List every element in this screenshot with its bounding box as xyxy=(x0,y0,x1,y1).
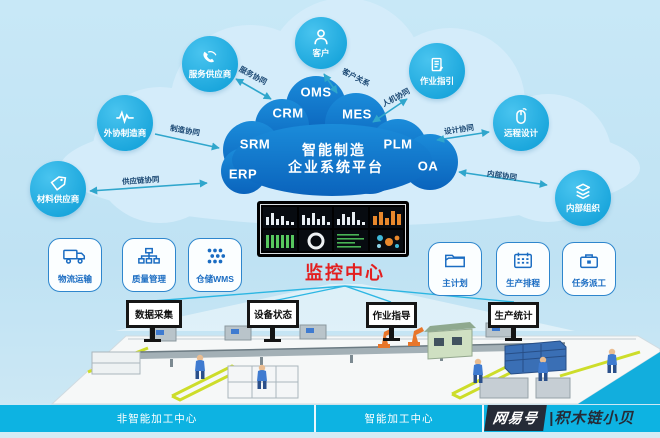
system-cloud xyxy=(221,76,458,196)
dashboard-chart-bars-orange xyxy=(369,207,403,228)
dashboard-chart-green-bars xyxy=(263,230,297,251)
layers-icon xyxy=(573,182,593,201)
screen-data-collection: 数据采集 xyxy=(126,300,182,328)
node-material-supplier: 材料供应商 xyxy=(30,161,86,217)
factory-illustration xyxy=(50,322,660,405)
tile-label: 任务派工 xyxy=(571,277,606,288)
tile-logistics: 物流运输 xyxy=(48,238,102,292)
bottom-strip xyxy=(0,432,660,438)
dashboard-chart-bars1 xyxy=(263,207,297,228)
cloud-title-line1: 智能制造 xyxy=(302,142,366,158)
phone-icon xyxy=(200,49,220,67)
screen-work-instruction: 作业指导 xyxy=(366,302,417,328)
monitor-connector-lines xyxy=(152,285,515,303)
sitemap-icon xyxy=(137,246,161,271)
system-erp: ERP xyxy=(228,166,258,182)
dashboard-chart-donut xyxy=(298,230,332,251)
system-crm: CRM xyxy=(272,105,304,121)
watermark: 网易号 |积木链小贝 xyxy=(484,403,635,432)
folder-icon xyxy=(443,250,467,275)
system-oms: OMS xyxy=(300,84,332,100)
dashboard-chart-textlines xyxy=(334,230,368,251)
tile-label: 仓储WMS xyxy=(196,273,234,284)
platform-side-face xyxy=(578,352,660,404)
machine-building xyxy=(424,322,476,360)
tile-label: 物流运输 xyxy=(57,273,92,284)
tile-dispatch: 任务派工 xyxy=(562,242,616,296)
zone-bar-right: 智能加工中心 xyxy=(316,405,482,432)
node-label: 材料供应商 xyxy=(36,193,80,204)
mouse-icon xyxy=(512,107,530,126)
node-outsource-manufacturer: 外协制造商 xyxy=(97,95,153,151)
dashboard-monitor xyxy=(257,201,409,257)
dashboard-chart-bars2 xyxy=(298,207,332,228)
zone-bar-left: 非智能加工中心 xyxy=(0,405,314,432)
screen-equipment-status: 设备状态 xyxy=(247,300,299,328)
waveform-icon xyxy=(114,108,136,126)
screen-production-stats: 生产统计 xyxy=(488,302,539,328)
tag-icon xyxy=(49,174,68,192)
watermark-account: |积木链小贝 xyxy=(549,410,635,427)
screen-stands xyxy=(144,326,522,342)
node-label: 客户 xyxy=(312,47,330,58)
node-internal-org: 内部组织 xyxy=(555,170,611,226)
person-icon xyxy=(311,28,331,46)
dashboard-chart-bars3 xyxy=(334,207,368,228)
collaboration-arrows xyxy=(89,73,548,195)
system-mes: MES xyxy=(342,106,372,122)
node-label: 远程设计 xyxy=(503,128,538,138)
tile-quality: 质量管理 xyxy=(122,238,176,292)
tile-warehouse: 仓储WMS xyxy=(188,238,242,292)
zone-label-right: 智能加工中心 xyxy=(364,413,434,425)
monitor-center-title: 监控中心 xyxy=(305,263,385,283)
toolbox-icon xyxy=(578,250,600,275)
tile-master-plan: 主计划 xyxy=(428,242,482,296)
zone-label-left: 非智能加工中心 xyxy=(116,413,198,425)
zone-bar-divider2 xyxy=(482,405,484,432)
watermark-brand: 网易号 xyxy=(484,404,547,431)
tile-scheduling: 生产排程 xyxy=(496,242,550,296)
system-oa: OA xyxy=(417,158,439,174)
node-customer: 客户 xyxy=(295,17,347,69)
spotlight-ray xyxy=(115,284,575,331)
tile-label: 主计划 xyxy=(442,277,468,288)
document-icon xyxy=(428,56,447,74)
system-plm: PLM xyxy=(383,136,413,152)
cloud-title-line2: 企业系统平台 xyxy=(288,159,384,175)
crate-stack xyxy=(504,340,567,375)
dots-grid-icon xyxy=(204,246,226,271)
system-srm: SRM xyxy=(239,136,271,152)
zone-bar-divider xyxy=(314,405,316,432)
dashboard-chart-scatter xyxy=(369,230,403,251)
tile-label: 质量管理 xyxy=(131,273,166,284)
calendar-icon xyxy=(512,250,534,275)
node-service-supplier: 服务供应商 xyxy=(182,36,238,92)
tile-label: 生产排程 xyxy=(505,277,540,288)
truck-icon xyxy=(62,246,88,271)
node-label: 服务供应商 xyxy=(188,68,232,79)
node-label: 作业指引 xyxy=(419,75,454,86)
node-remote-design: 远程设计 xyxy=(493,95,549,151)
node-label: 外协制造商 xyxy=(103,127,147,138)
node-label: 内部组织 xyxy=(565,203,600,213)
node-work-guide: 作业指引 xyxy=(409,43,465,99)
